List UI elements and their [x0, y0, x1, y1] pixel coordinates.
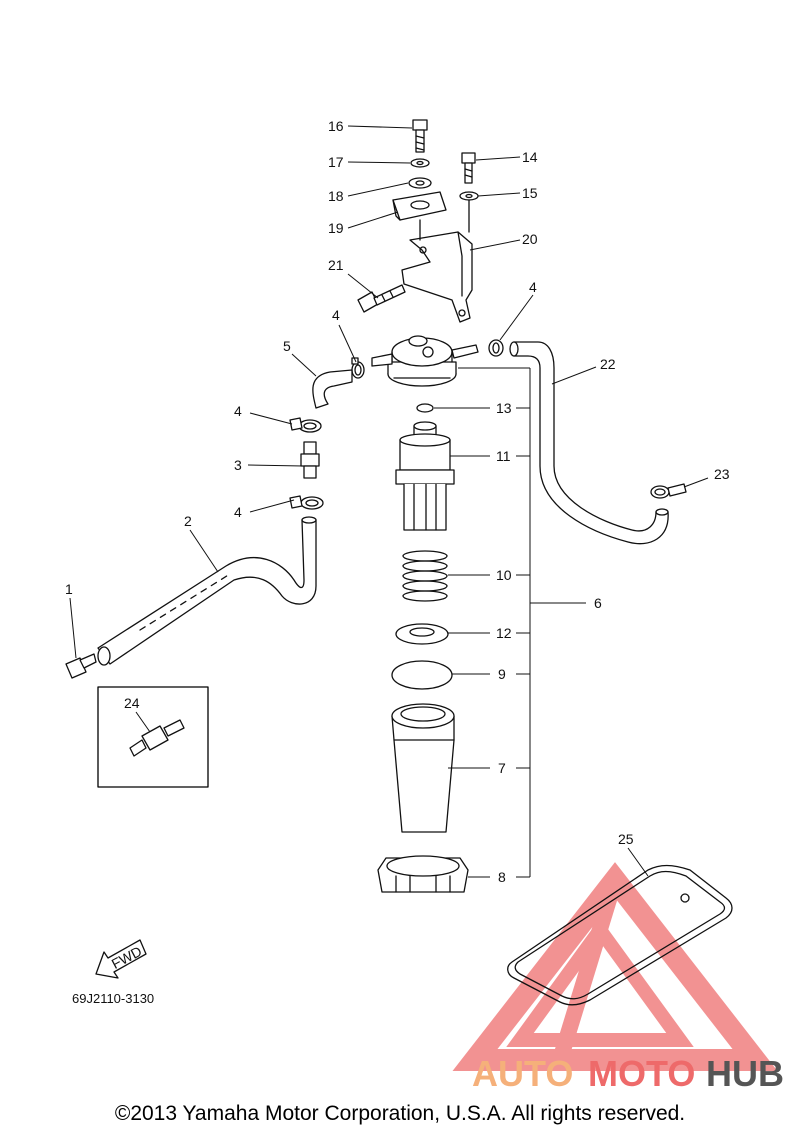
plate-19	[392, 191, 447, 221]
svg-text:AUTO: AUTO	[472, 1053, 573, 1094]
ring-nut-8	[377, 855, 469, 893]
bracket-20	[401, 231, 473, 323]
clamp-4-d	[289, 495, 324, 510]
label-17: 17	[328, 154, 344, 170]
clamp-4-c	[289, 417, 322, 433]
joint-3	[300, 441, 320, 479]
label-10: 10	[496, 567, 512, 583]
o-ring-9	[391, 660, 453, 690]
washer-18	[408, 177, 432, 189]
label-4-d: 4	[234, 504, 242, 520]
label-25: 25	[618, 831, 634, 847]
bowl-7	[391, 703, 455, 833]
o-ring-13	[416, 403, 434, 413]
label-4-c: 4	[234, 403, 242, 419]
label-16: 16	[328, 118, 344, 134]
hose-22	[513, 341, 669, 545]
label-12: 12	[496, 625, 512, 641]
label-14: 14	[522, 149, 538, 165]
clamp-4-b	[488, 339, 504, 357]
label-21: 21	[328, 257, 344, 273]
copyright-notice: ©2013 Yamaha Motor Corporation, U.S.A. A…	[114, 1102, 686, 1125]
label-4-a: 4	[332, 307, 340, 323]
svg-text:MOTO: MOTO	[588, 1053, 695, 1094]
lock-washer-17	[410, 158, 430, 168]
label-8: 8	[498, 869, 506, 885]
bolt-21	[357, 284, 406, 313]
label-13: 13	[496, 400, 512, 416]
label-19: 19	[328, 220, 344, 236]
gasket-25	[507, 864, 733, 1006]
joint-24	[129, 719, 185, 757]
svg-text:HUB: HUB	[706, 1053, 784, 1094]
washer-15	[459, 191, 479, 201]
label-22: 22	[600, 356, 616, 372]
clamp-4-a	[351, 357, 365, 379]
label-4-b: 4	[529, 279, 537, 295]
label-2: 2	[184, 513, 192, 529]
bolt-14	[461, 152, 476, 184]
label-1: 1	[65, 581, 73, 597]
spring-10	[402, 550, 448, 602]
hose-5	[312, 369, 353, 409]
inset-box-24	[97, 686, 209, 788]
watermark-logo	[452, 862, 778, 1071]
label-20: 20	[522, 231, 538, 247]
fwd-arrow	[95, 939, 147, 979]
bolt-16	[412, 119, 428, 153]
watermark-text: AUTO MOTO HUB	[472, 1053, 784, 1094]
plug-1	[65, 653, 97, 679]
label-3: 3	[234, 457, 242, 473]
label-23: 23	[714, 466, 730, 482]
diagram-code: 69J2110-3130	[72, 991, 154, 1006]
label-11: 11	[496, 448, 511, 464]
washer-12	[395, 623, 449, 645]
clamp-23	[650, 483, 687, 499]
hose-2	[97, 519, 317, 665]
label-24: 24	[124, 695, 140, 711]
label-6: 6	[594, 595, 602, 611]
element-11	[395, 421, 455, 531]
filter-head	[371, 335, 479, 387]
label-9: 9	[498, 666, 506, 682]
label-5: 5	[283, 338, 291, 354]
label-18: 18	[328, 188, 344, 204]
label-7: 7	[498, 760, 506, 776]
label-15: 15	[522, 185, 538, 201]
